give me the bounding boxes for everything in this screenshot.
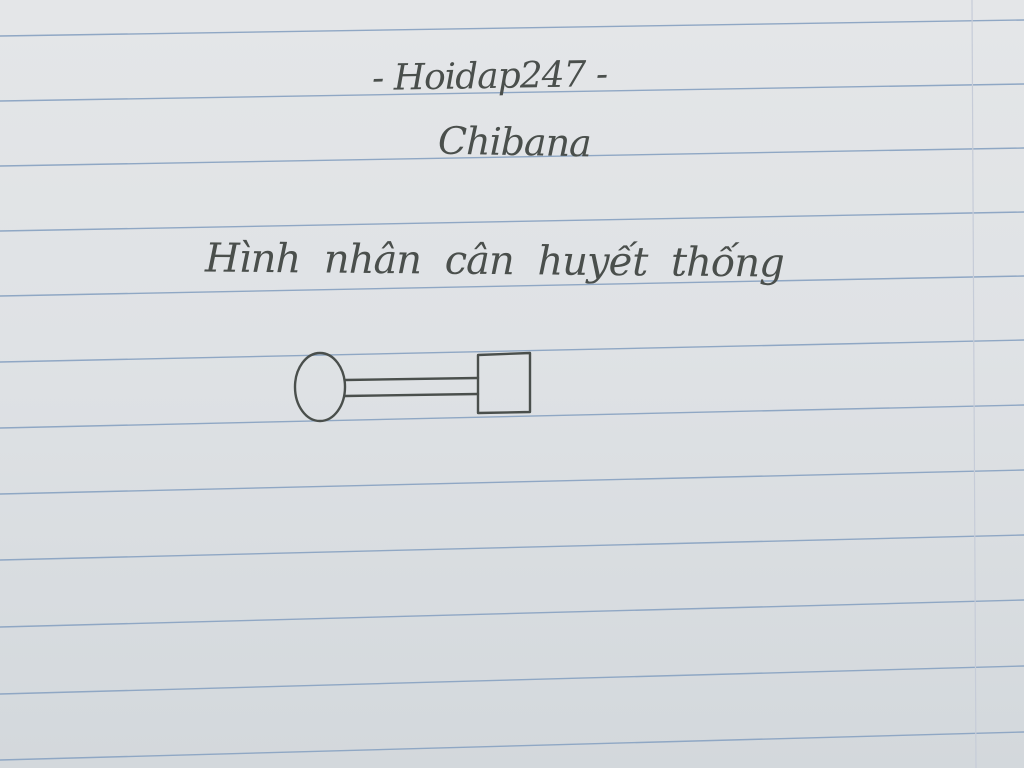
sketch-drawing: [293, 351, 532, 423]
sketch-circle: [293, 351, 347, 423]
title-text: Hình nhân cân huyết thống: [204, 235, 784, 287]
sketch-square: [476, 351, 532, 415]
sketch-bar-bottom: [343, 392, 480, 398]
header-text: - Hoidap247 -: [371, 53, 608, 100]
sketch-bar-top: [343, 376, 480, 382]
author-name: Chibana: [437, 118, 592, 166]
margin-line: [971, 0, 977, 768]
